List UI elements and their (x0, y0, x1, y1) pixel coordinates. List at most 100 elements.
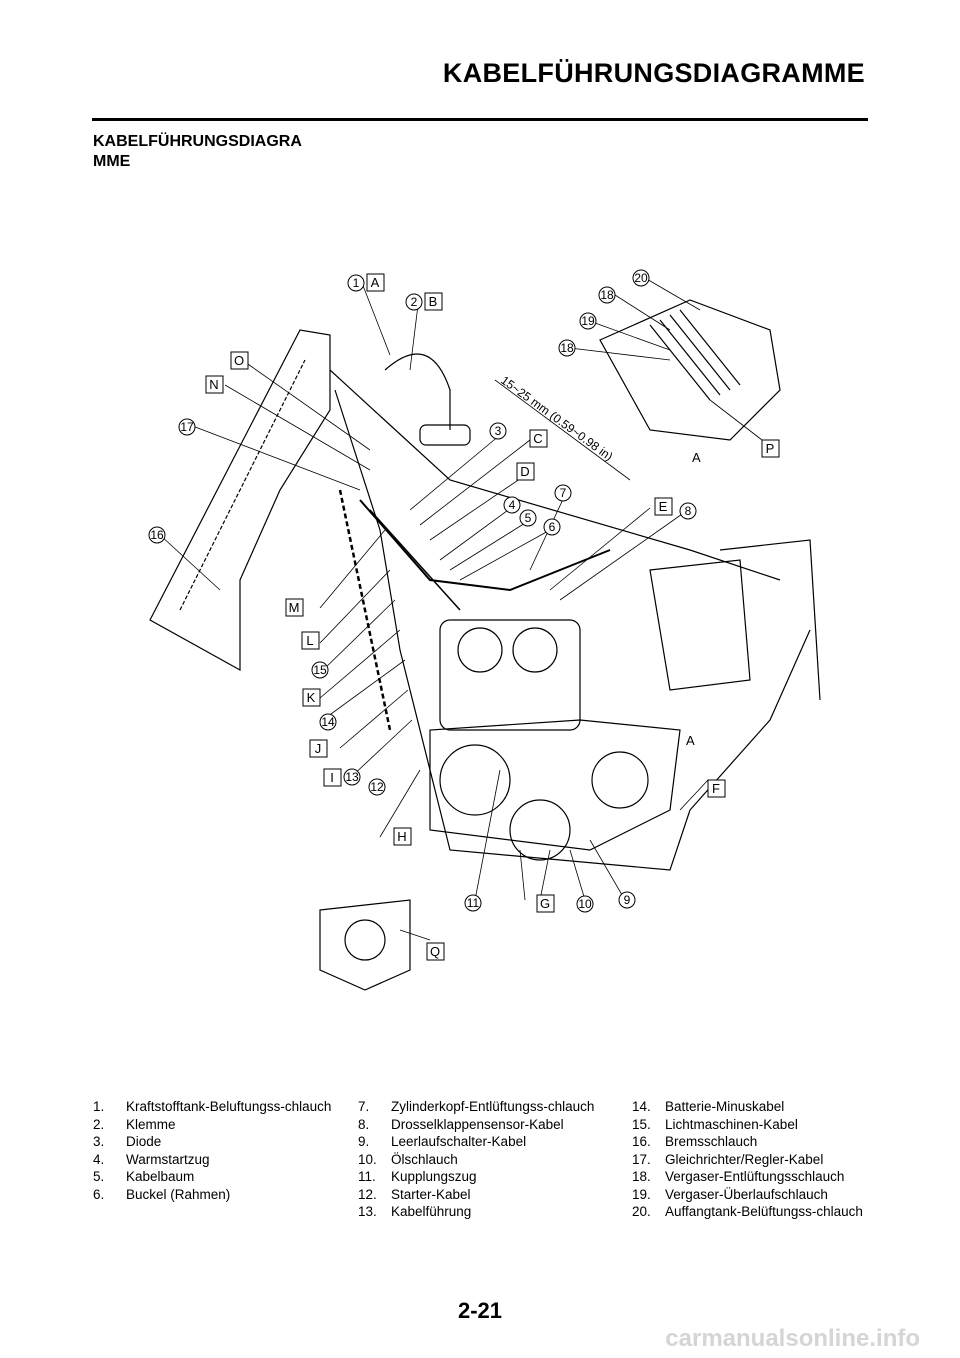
wiring-diagram: 15~25 mm (0.59~0.98 in) 1 2 3 4 5 6 7 8 … (130, 250, 830, 1010)
svg-text:P: P (766, 441, 775, 456)
svg-text:11: 11 (467, 896, 480, 910)
legend-item: 10.Ölschlauch (358, 1151, 458, 1167)
legend-item: 17.Gleichrichter/Regler-Kabel (632, 1151, 824, 1167)
svg-text:9: 9 (624, 893, 631, 907)
carburetor-hoses (649, 309, 741, 401)
svg-text:5: 5 (525, 511, 532, 525)
svg-text:18: 18 (560, 341, 574, 355)
legend-item: 18.Vergaser-Entlüftungsschlauch (632, 1169, 845, 1184)
callout-18b: 18 (558, 339, 576, 357)
svg-text:G: G (540, 896, 550, 911)
box-label-p: P (761, 439, 780, 458)
header-rule (92, 118, 868, 121)
box-label-f: F (707, 779, 726, 798)
cylinder-port-right (512, 627, 558, 673)
callout-1: 1 (347, 274, 365, 292)
legend-item: 11.Kupplungszug (358, 1169, 477, 1184)
dimension-note: 15~25 mm (0.59~0.98 in) (498, 373, 615, 464)
svg-text:M: M (289, 600, 300, 615)
legend-column-2: 7.Zylinderkopf-Entlüftungss-chlauch 8.Dr… (358, 1098, 608, 1221)
svg-text:4: 4 (509, 498, 516, 512)
callout-13: 13 (343, 768, 361, 786)
svg-text:3: 3 (495, 424, 502, 438)
callout-6: 6 (543, 518, 561, 536)
legend-item: 16.Bremsschlauch (632, 1134, 758, 1149)
legend-item: 15.Lichtmaschinen-Kabel (632, 1116, 798, 1132)
legend-column-1: 1.Kraftstofftank-Beluftungss-chlauch 2.K… (93, 1098, 343, 1203)
callout-18a: 18 (598, 286, 616, 304)
svg-text:L: L (306, 633, 313, 648)
legend-item: 4.Warmstartzug (93, 1151, 210, 1167)
headlight-inset (319, 899, 411, 991)
callout-16: 16 (148, 526, 166, 544)
box-label-n: N (205, 375, 224, 394)
svg-text:18: 18 (600, 288, 614, 302)
clutch-cover-shape (439, 744, 511, 816)
legend-item: 9.Leerlaufschalter-Kabel (358, 1134, 527, 1149)
section-title-line2: MME (93, 153, 131, 170)
svg-text:15: 15 (313, 663, 327, 677)
frame-upper-tube (329, 369, 781, 581)
svg-text:H: H (397, 829, 406, 844)
legend-item: 12.Starter-Kabel (358, 1186, 471, 1202)
legend-item: 13.Kabelführung (358, 1204, 472, 1219)
callout-20: 20 (632, 269, 650, 287)
brake-hose-line (179, 359, 306, 611)
cylinder-port-left (457, 627, 503, 673)
battery-cable-dashed (338, 489, 392, 731)
box-label-l: L (301, 631, 320, 650)
svg-text:J: J (315, 741, 322, 756)
box-label-b: B (424, 292, 443, 311)
svg-text:B: B (429, 294, 438, 309)
legend-item: 1.Kraftstofftank-Beluftungss-chlauch (93, 1099, 332, 1114)
svg-text:13: 13 (345, 770, 359, 784)
svg-text:10: 10 (578, 897, 592, 911)
section-title-line1: KABELFÜHRUNGSDIAGRA (93, 133, 302, 150)
legend-item: 2.Klemme (93, 1116, 176, 1132)
airbox-shape (649, 559, 751, 691)
svg-text:I: I (330, 770, 334, 785)
hot-start-plunger (419, 424, 471, 446)
callout-12: 12 (368, 778, 386, 796)
view-marker-a-arrow: A (686, 733, 695, 748)
headlight-lens (344, 919, 386, 961)
legend-item: 8.Drosselklappensensor-Kabel (358, 1116, 564, 1132)
svg-text:20: 20 (634, 271, 648, 285)
legend-item: 7.Zylinderkopf-Entlüftungss-chlauch (358, 1099, 595, 1114)
callout-11: 11 (464, 894, 482, 912)
box-label-h: H (393, 827, 412, 846)
view-marker-a-top: A (692, 450, 701, 465)
radiator-shape (149, 329, 331, 672)
box-label-m: M (285, 598, 304, 617)
svg-text:O: O (234, 353, 244, 368)
box-label-q: Q (426, 942, 445, 961)
generator-cover-shape (509, 799, 571, 861)
fuel-tank-breather-hose (384, 353, 451, 430)
box-label-e: E (654, 497, 673, 516)
svg-text:N: N (209, 377, 218, 392)
box-label-k: K (302, 688, 321, 707)
svg-text:A: A (371, 275, 380, 290)
watermark-text: carmanualsonline.info (665, 1325, 920, 1352)
svg-text:16: 16 (150, 528, 164, 542)
callout-10: 10 (576, 895, 594, 913)
svg-text:E: E (659, 499, 668, 514)
cylinder-head-shape (439, 619, 581, 731)
callout-7: 7 (554, 484, 572, 502)
svg-text:F: F (712, 781, 720, 796)
callout-15: 15 (311, 661, 329, 679)
wiring-diagram-svg: 15~25 mm (0.59~0.98 in) 1 2 3 4 5 6 7 8 … (148, 269, 821, 991)
box-label-a: A (366, 273, 385, 292)
svg-text:1: 1 (353, 276, 360, 290)
svg-text:K: K (307, 690, 316, 705)
generator-lead-line (369, 509, 461, 611)
legend-item: 20.Auffangtank-Belüftungss-chlauch (632, 1204, 863, 1219)
callout-14: 14 (319, 713, 337, 731)
section-title: KABELFÜHRUNGSDIAGRA MME (93, 132, 353, 172)
callout-8: 8 (679, 502, 697, 520)
svg-text:8: 8 (685, 504, 692, 518)
rear-frame-outline (719, 539, 821, 701)
callout-4: 4 (503, 496, 521, 514)
legend-item: 14.Batterie-Minuskabel (632, 1099, 785, 1114)
legend-item: 3.Diode (93, 1134, 162, 1149)
